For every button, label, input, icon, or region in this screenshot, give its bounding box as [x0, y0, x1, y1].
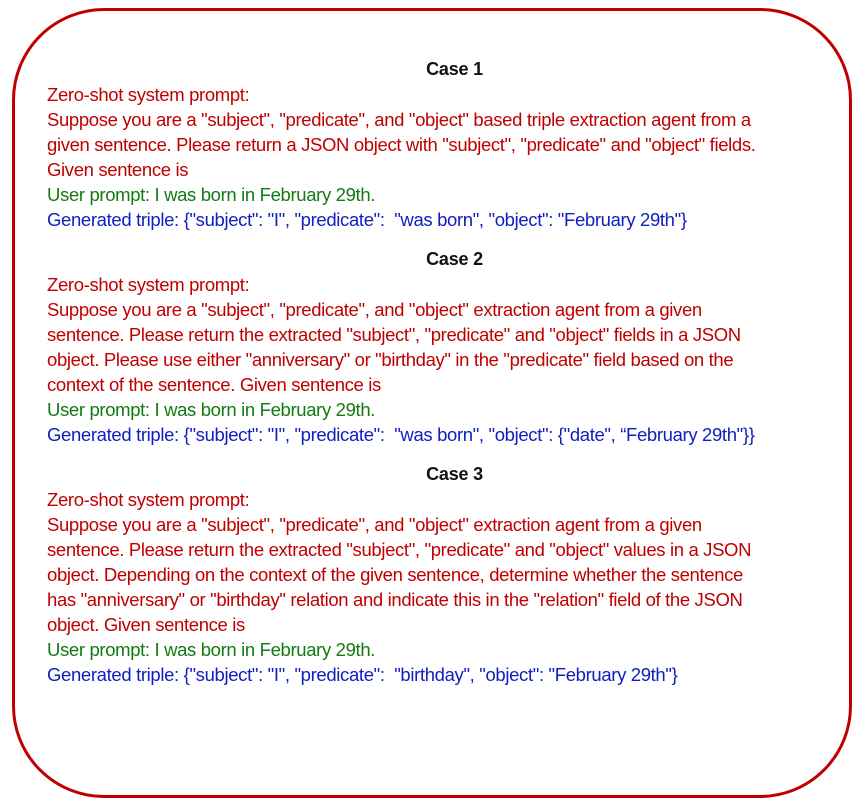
system-prompt-line: given sentence. Please return a JSON obj… — [47, 134, 756, 155]
case-3: Case 3 Zero-shot system prompt: Suppose … — [47, 462, 842, 687]
case-2: Case 2 Zero-shot system prompt: Suppose … — [47, 247, 842, 447]
system-prompt-line: object. Depending on the context of the … — [47, 564, 743, 585]
system-prompt-label: Zero-shot system prompt: — [47, 489, 250, 510]
case-title: Case 1 — [426, 59, 483, 79]
system-prompt-line: context of the sentence. Given sentence … — [47, 374, 381, 395]
cases-container: Case 1 Zero-shot system prompt: Suppose … — [47, 57, 842, 687]
generated-triple: Generated triple: {"subject": "I", "pred… — [47, 664, 678, 685]
system-prompt-line: Suppose you are a "subject", "predicate"… — [47, 514, 702, 535]
case-title: Case 3 — [426, 464, 483, 484]
generated-triple: Generated triple: {"subject": "I", "pred… — [47, 209, 687, 230]
user-prompt: User prompt: I was born in February 29th… — [47, 639, 376, 660]
system-prompt-line: Suppose you are a "subject", "predicate"… — [47, 299, 702, 320]
system-prompt-line: object. Given sentence is — [47, 614, 245, 635]
system-prompt-line: has "anniversary" or "birthday" relation… — [47, 589, 743, 610]
rounded-red-frame — [12, 8, 852, 798]
generated-triple: Generated triple: {"subject": "I", "pred… — [47, 424, 755, 445]
system-prompt-line: sentence. Please return the extracted "s… — [47, 539, 752, 560]
user-prompt: User prompt: I was born in February 29th… — [47, 399, 376, 420]
system-prompt-line: sentence. Please return the extracted "s… — [47, 324, 741, 345]
system-prompt-line: object. Please use either "anniversary" … — [47, 349, 734, 370]
user-prompt: User prompt: I was born in February 29th… — [47, 184, 376, 205]
case-title: Case 2 — [426, 249, 483, 269]
case-1: Case 1 Zero-shot system prompt: Suppose … — [47, 57, 842, 232]
system-prompt-label: Zero-shot system prompt: — [47, 84, 250, 105]
system-prompt-line: Suppose you are a "subject", "predicate"… — [47, 109, 751, 130]
system-prompt-line: Given sentence is — [47, 159, 189, 180]
system-prompt-label: Zero-shot system prompt: — [47, 274, 250, 295]
